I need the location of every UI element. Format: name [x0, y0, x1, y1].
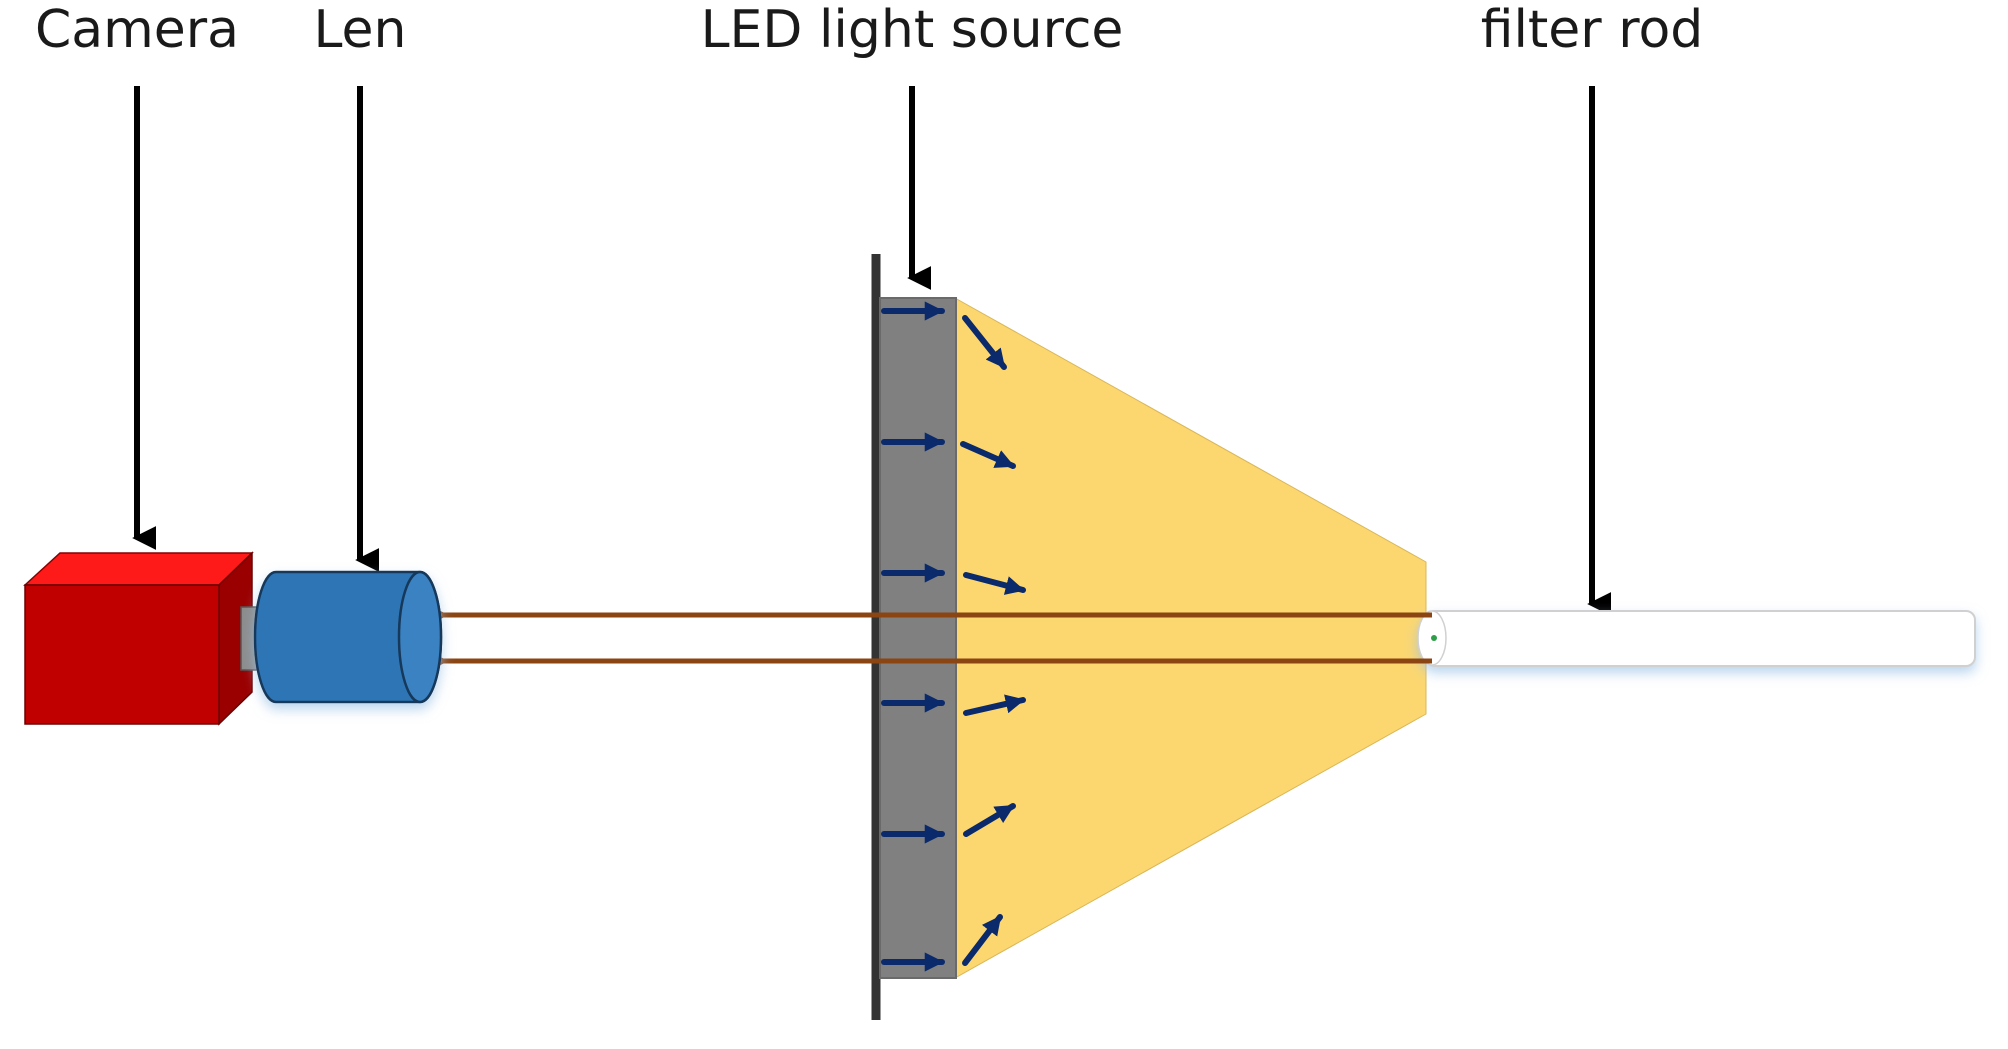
camera-box-icon — [23, 551, 258, 726]
led-panel — [871, 254, 957, 1020]
emission-arrow — [960, 441, 1016, 469]
reflected-beams — [443, 615, 1432, 661]
lens-label: Len — [313, 0, 406, 60]
led-light-source-label: LED light source — [701, 0, 1124, 60]
emission-arrow — [963, 694, 1026, 716]
filter-rod-label: filter rod — [1481, 0, 1704, 60]
emission-arrow — [962, 914, 1003, 966]
light-cone — [954, 297, 1427, 979]
emission-arrow — [963, 572, 1026, 595]
lens-cylinder-icon — [253, 570, 443, 704]
emission-arrow — [963, 803, 1016, 837]
lens-front-face — [397, 570, 443, 704]
emission-arrow — [962, 315, 1007, 370]
led-panel-body — [879, 297, 957, 979]
camera-label: Camera — [35, 0, 239, 60]
led-light-arrows — [881, 301, 1026, 972]
camera-top-face — [23, 552, 254, 586]
filter-rod — [1417, 610, 1976, 667]
camera-front-face — [24, 584, 220, 725]
pointer-arrows — [132, 86, 1612, 616]
